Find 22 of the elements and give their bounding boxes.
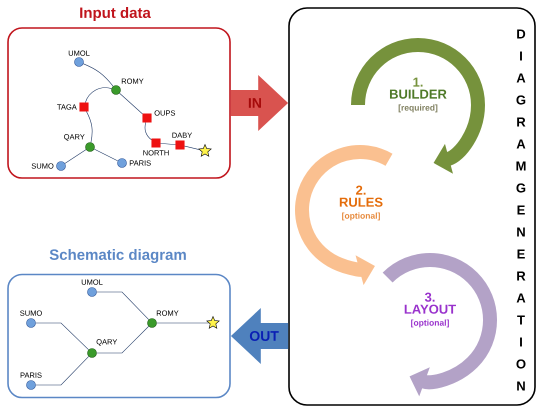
network-line xyxy=(85,87,112,103)
network-line xyxy=(36,322,89,350)
step-label: 3. LAYOUT [optional] xyxy=(404,292,456,328)
edge-label: IN xyxy=(248,98,261,108)
vertical-title: DIAGRAM GENERATION xyxy=(516,30,526,390)
network-line xyxy=(144,122,152,140)
network-line xyxy=(184,146,200,150)
panel-title: Schematic diagram xyxy=(50,248,186,264)
step-label: 2. RULES [optional] xyxy=(340,186,383,220)
edge-label: OUT xyxy=(250,331,279,341)
network-line xyxy=(36,356,89,386)
network-line xyxy=(83,64,114,86)
network-line xyxy=(64,149,86,164)
network-line xyxy=(156,322,209,324)
network-line xyxy=(96,326,149,354)
network-line xyxy=(86,111,92,143)
step-label: 1. BUILDER [required] xyxy=(390,78,447,112)
network-line xyxy=(119,92,143,114)
network-line xyxy=(94,148,118,162)
network-line xyxy=(96,292,149,320)
network-line xyxy=(160,143,176,145)
panel-title: Input data xyxy=(80,7,151,21)
